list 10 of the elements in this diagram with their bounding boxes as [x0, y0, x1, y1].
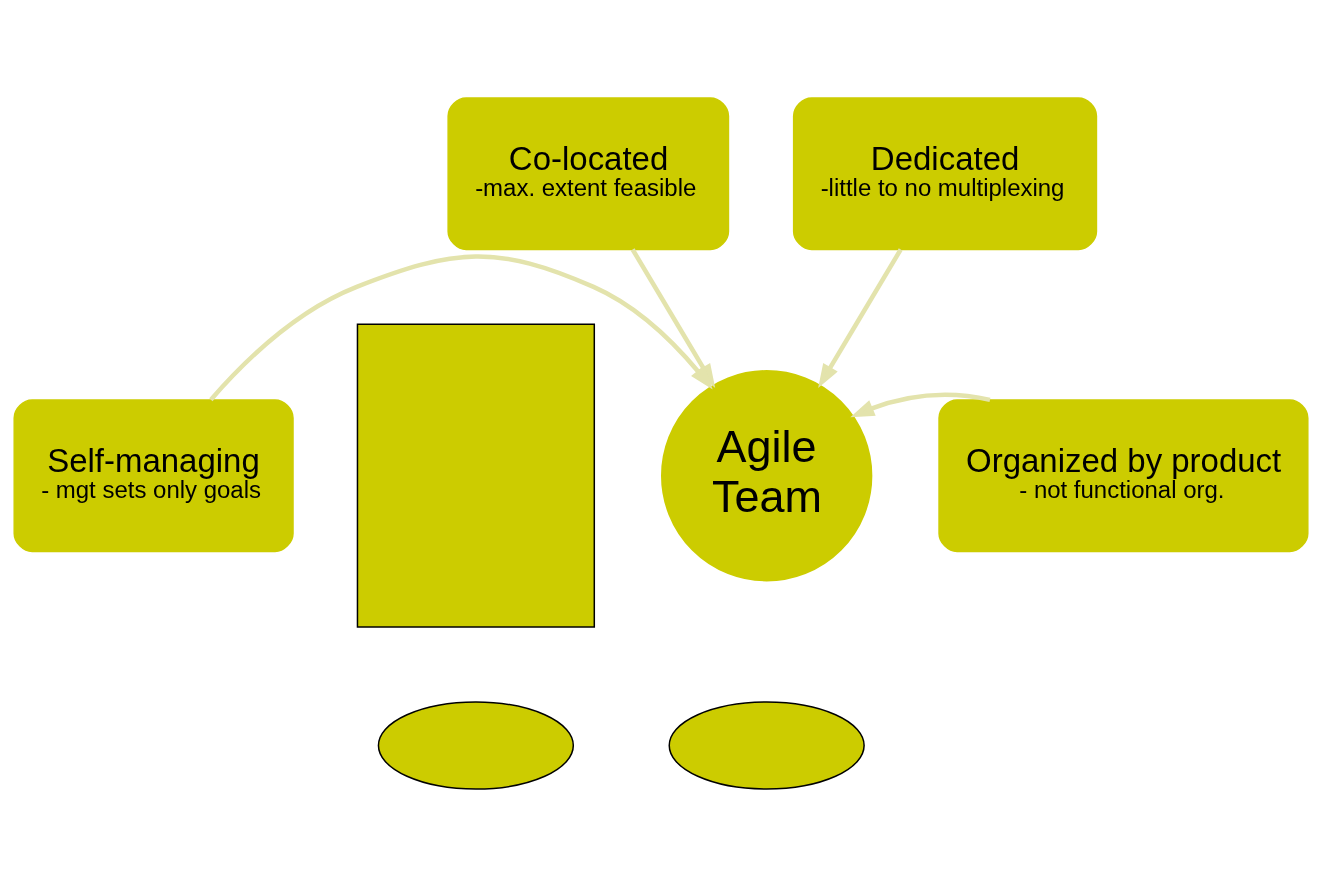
arrow [818, 248, 903, 388]
node-box: Dedicated -little to no multiplexing [792, 97, 1098, 251]
node-box [356, 323, 596, 628]
node-box: Co-located -max. extent feasible [447, 97, 730, 251]
node-ellipse [377, 701, 575, 790]
arrow [850, 392, 991, 418]
node-ellipse [668, 701, 865, 790]
arrow [209, 254, 713, 402]
node-box: Organized by product - not functional org. [938, 399, 1309, 553]
node-box: Self-managing - mgt sets only goals [13, 399, 294, 553]
